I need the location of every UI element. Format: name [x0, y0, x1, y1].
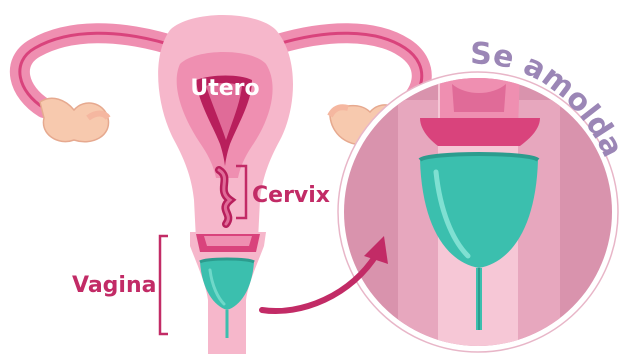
vagina-label: Vagina — [72, 273, 156, 298]
uterus-label: Utero — [190, 76, 259, 101]
cervix-label: Cervix — [252, 183, 330, 208]
vagina-bracket — [160, 236, 168, 334]
